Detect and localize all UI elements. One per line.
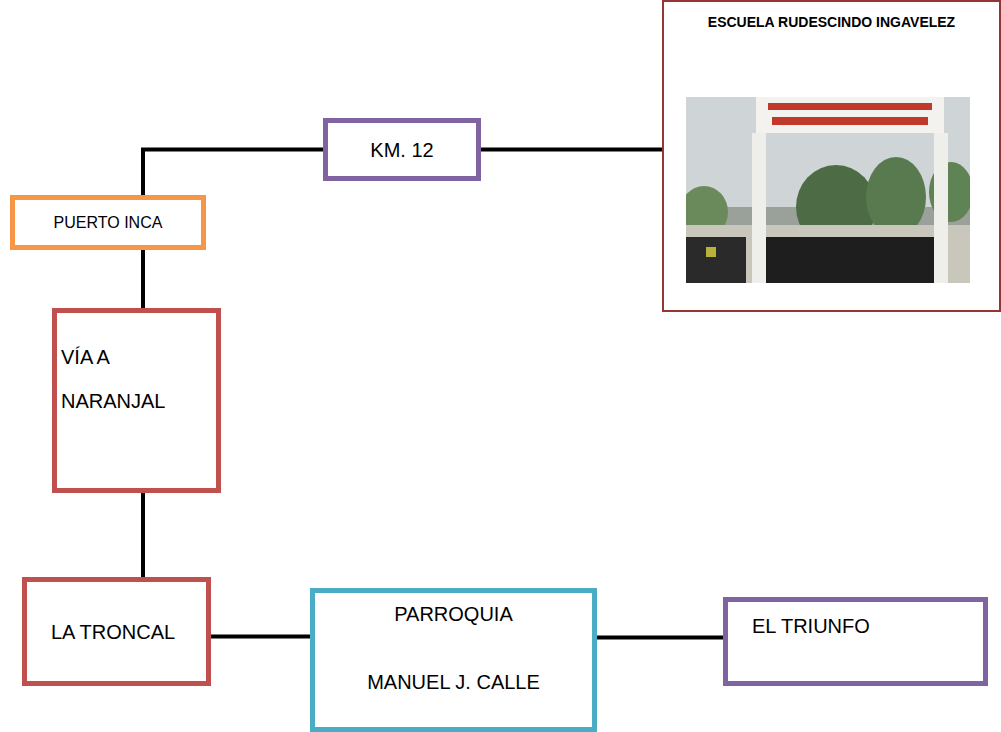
photo-meter <box>706 247 716 257</box>
photo-sign-letters <box>768 103 932 110</box>
photo-pillar <box>752 133 766 283</box>
photo-wall <box>686 225 970 283</box>
photo-sign-letters <box>772 117 928 125</box>
place-name: EL TRIUNFO <box>752 614 870 638</box>
photo-sky <box>686 97 970 283</box>
school-box: ESCUELA RUDESCINDO INGAVELEZ <box>662 0 1001 312</box>
road-line <box>597 636 723 640</box>
road-line <box>211 635 310 639</box>
place-name: LA TRONCAL <box>51 620 175 644</box>
place-name: PARROQUIA MANUEL J. CALLE <box>359 580 549 716</box>
place-box: LA TRONCAL <box>22 577 211 686</box>
place-name: VÍA A NARANJAL <box>61 335 173 423</box>
place-name: KM. 12 <box>370 138 433 162</box>
place-box: EL TRIUNFO <box>723 597 988 686</box>
photo-gate <box>766 237 934 283</box>
place-box: PUERTO INCA <box>10 195 206 250</box>
parish-box: PARROQUIA MANUEL J. CALLE <box>310 588 597 732</box>
photo-pillar <box>934 133 948 283</box>
road-line <box>143 150 323 196</box>
road-line <box>141 250 145 308</box>
place-box: KM. 12 <box>323 118 481 181</box>
place-name: ESCUELA RUDESCINDO INGAVELEZ <box>708 12 955 32</box>
road-box: VÍA A NARANJAL <box>52 308 221 493</box>
road-line <box>481 148 662 152</box>
photo-gate <box>686 237 746 283</box>
photo-sign <box>756 97 944 133</box>
place-name: PUERTO INCA <box>54 213 163 233</box>
school-photo <box>686 97 970 283</box>
road-line <box>141 493 145 577</box>
